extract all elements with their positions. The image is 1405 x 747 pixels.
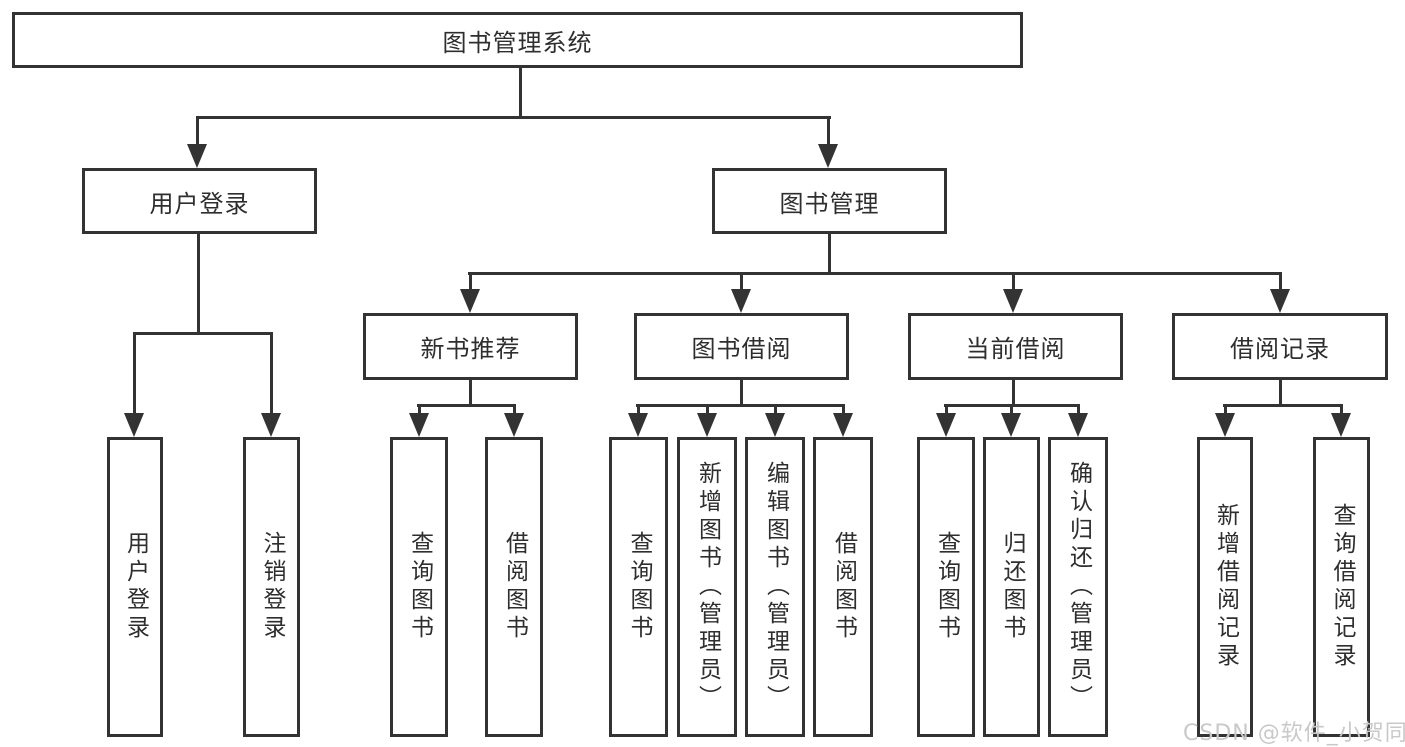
connector-drop-bb-query bbox=[637, 404, 640, 415]
leaf-bb-query-books: 查询图书 bbox=[609, 437, 668, 737]
node-label: 查询图书 bbox=[406, 531, 433, 643]
arrowhead-current-borrow bbox=[1003, 289, 1023, 313]
leaf-cb-return-books: 归还图书 bbox=[983, 437, 1040, 737]
connector-drop-borrow-record bbox=[1279, 272, 1282, 291]
node-label: 新增图书（管理员） bbox=[694, 461, 721, 713]
leaf-br-add-record: 新增借阅记录 bbox=[1197, 437, 1253, 737]
connector-new-book-stem bbox=[469, 380, 472, 407]
node-label: 注销登录 bbox=[259, 531, 285, 643]
connector-drop-leaf-logout bbox=[270, 332, 273, 415]
connector-level2-rail bbox=[196, 116, 831, 119]
connector-drop-cb-return bbox=[1010, 404, 1013, 415]
connector-drop-leaf-user-login bbox=[133, 332, 136, 415]
connector-borrow-record-rail bbox=[1223, 404, 1343, 407]
leaf-cb-query-books: 查询图书 bbox=[917, 437, 975, 737]
connector-book-management-stem bbox=[828, 234, 831, 275]
connector-drop-bb-add bbox=[706, 404, 709, 415]
node-label: 编辑图书（管理员） bbox=[762, 461, 789, 713]
connector-drop-cb-confirm bbox=[1077, 404, 1080, 415]
connector-drop-book-management bbox=[827, 116, 830, 146]
connector-user-login-rail bbox=[133, 332, 273, 335]
arrowhead-book-management bbox=[818, 144, 838, 168]
leaf-logout: 注销登录 bbox=[243, 437, 300, 737]
connector-drop-br-query bbox=[1340, 404, 1343, 415]
connector-drop-nb-borrow bbox=[513, 404, 516, 415]
node-label: 图书管理 bbox=[779, 189, 880, 218]
node-library-management-system: 图书管理系统 bbox=[12, 12, 1023, 68]
arrowhead-user-login bbox=[187, 144, 207, 168]
arrowhead-nb-query bbox=[409, 413, 429, 437]
connector-borrow-record-stem bbox=[1279, 380, 1282, 407]
node-user-login: 用户登录 bbox=[82, 168, 317, 234]
node-borrow-record: 借阅记录 bbox=[1172, 313, 1388, 380]
arrowhead-borrow-record bbox=[1270, 289, 1290, 313]
connector-book-borrow-stem bbox=[740, 380, 743, 407]
arrowhead-bb-borrow bbox=[833, 413, 853, 437]
node-label: 当前借阅 bbox=[965, 335, 1066, 363]
node-book-borrow: 图书借阅 bbox=[634, 313, 849, 380]
node-new-book-recommend: 新书推荐 bbox=[363, 313, 578, 380]
node-label: 查询图书 bbox=[626, 531, 652, 643]
arrowhead-br-query bbox=[1331, 413, 1351, 437]
arrowhead-leaf-user-login bbox=[124, 413, 144, 437]
connector-new-book-rail bbox=[417, 404, 516, 407]
node-label: 新增借阅记录 bbox=[1212, 503, 1239, 671]
leaf-user-login: 用户登录 bbox=[107, 437, 163, 737]
leaf-bb-edit-books-admin: 编辑图书（管理员） bbox=[745, 437, 805, 737]
connector-drop-bb-borrow bbox=[842, 404, 845, 415]
connector-drop-book-borrow bbox=[740, 272, 743, 291]
leaf-bb-borrow-books: 借阅图书 bbox=[813, 437, 873, 737]
leaf-nb-borrow-books: 借阅图书 bbox=[485, 437, 543, 737]
leaf-nb-query-books: 查询图书 bbox=[390, 437, 448, 737]
arrowhead-bb-add bbox=[697, 413, 717, 437]
arrowhead-bb-edit bbox=[765, 413, 785, 437]
node-label: 确认归还（管理员） bbox=[1065, 461, 1092, 713]
connector-drop-new-book bbox=[469, 272, 472, 291]
csdn-watermark: CSDN @软件_小贺同学 bbox=[1183, 721, 1405, 746]
arrowhead-book-borrow bbox=[731, 289, 751, 313]
connector-level3-rail bbox=[468, 272, 1282, 275]
leaf-cb-confirm-return-admin: 确认归还（管理员） bbox=[1048, 437, 1108, 737]
leaf-bb-add-books-admin: 新增图书（管理员） bbox=[677, 437, 737, 737]
node-label: 归还图书 bbox=[999, 531, 1025, 643]
connector-drop-current-borrow bbox=[1012, 272, 1015, 291]
node-label: 图书借阅 bbox=[691, 335, 792, 363]
arrowhead-cb-query bbox=[936, 413, 956, 437]
connector-user-login-stem bbox=[197, 234, 200, 335]
node-label: 用户登录 bbox=[149, 189, 250, 218]
node-label: 新书推荐 bbox=[420, 335, 521, 363]
connector-drop-cb-query bbox=[945, 404, 948, 415]
arrowhead-nb-borrow bbox=[504, 413, 524, 437]
node-label: 用户登录 bbox=[122, 531, 149, 643]
node-label: 图书管理系统 bbox=[442, 28, 593, 57]
arrowhead-bb-query bbox=[628, 413, 648, 437]
connector-book-borrow-rail bbox=[636, 404, 845, 407]
connector-drop-bb-edit bbox=[774, 404, 777, 415]
arrowhead-new-book bbox=[460, 289, 480, 313]
connector-root-stem bbox=[519, 68, 522, 119]
connector-drop-nb-query bbox=[418, 404, 421, 415]
node-book-management: 图书管理 bbox=[712, 168, 947, 234]
node-current-borrow: 当前借阅 bbox=[908, 313, 1123, 380]
node-label: 借阅记录 bbox=[1230, 335, 1330, 363]
connector-drop-br-add bbox=[1224, 404, 1227, 415]
connector-drop-user-login bbox=[196, 116, 199, 146]
arrowhead-br-add bbox=[1215, 413, 1235, 437]
connector-current-borrow-stem bbox=[1012, 380, 1015, 407]
arrowhead-cb-return bbox=[1001, 413, 1021, 437]
arrowhead-leaf-logout bbox=[261, 413, 281, 437]
node-label: 借阅图书 bbox=[501, 531, 528, 643]
node-label: 查询图书 bbox=[933, 531, 960, 643]
node-label: 查询借阅记录 bbox=[1329, 503, 1355, 671]
node-label: 借阅图书 bbox=[830, 531, 857, 643]
arrowhead-cb-confirm bbox=[1068, 413, 1088, 437]
leaf-br-query-record: 查询借阅记录 bbox=[1313, 437, 1370, 737]
